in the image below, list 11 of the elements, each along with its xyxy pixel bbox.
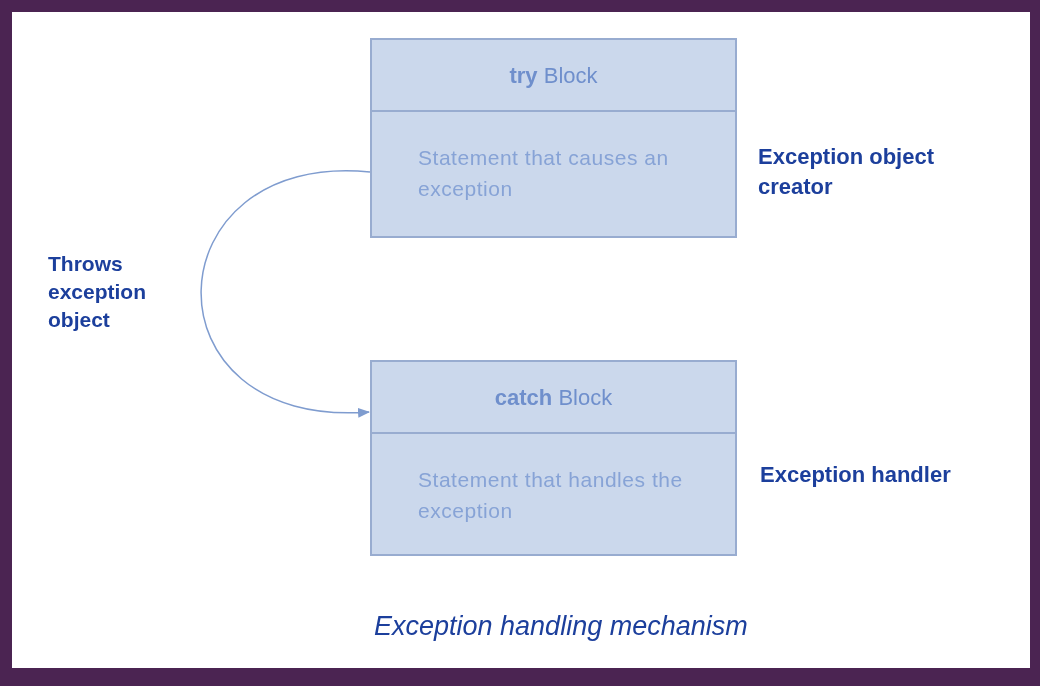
edge-label: Throws exception object — [48, 251, 148, 333]
block-box — [370, 38, 737, 238]
block-heading: try Block — [509, 61, 598, 90]
role-label: Exception handler — [760, 461, 952, 489]
curved-arrow — [200, 171, 371, 417]
block-body-text: Statement that handles the exception — [418, 468, 683, 522]
block-heading: catch Block — [494, 383, 613, 412]
block-body-text: Statement that causes an exception — [418, 146, 669, 200]
caption: Exception handling mechanism — [374, 610, 748, 643]
block-box — [370, 360, 737, 556]
role-label: Exception object creator — [758, 143, 936, 201]
